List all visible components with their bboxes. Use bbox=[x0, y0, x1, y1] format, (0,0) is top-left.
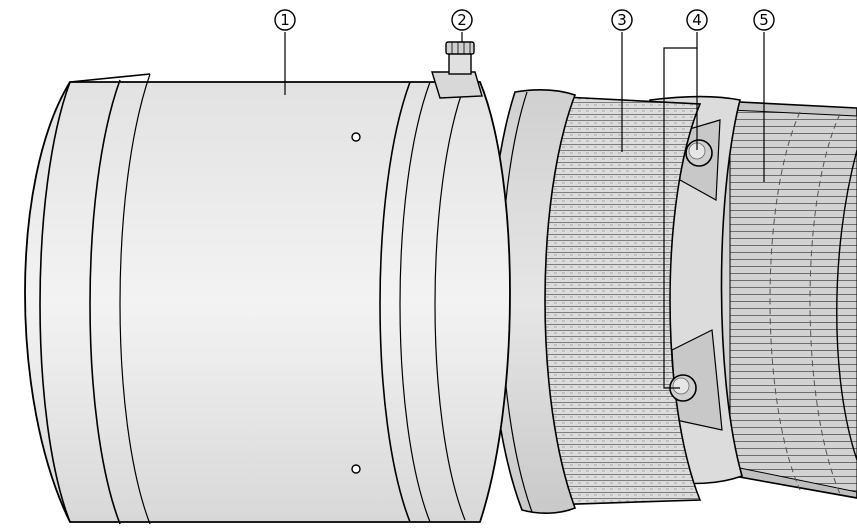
callout-circle-icon bbox=[686, 9, 708, 31]
callout-number: 1 bbox=[280, 11, 290, 29]
callout-number: 2 bbox=[457, 11, 467, 29]
callout-3: 3 bbox=[611, 9, 633, 31]
callout-number: 4 bbox=[692, 11, 702, 29]
callout-number: 5 bbox=[759, 11, 769, 29]
callout-1: 1 bbox=[274, 9, 296, 31]
hood-screw-top bbox=[351, 132, 361, 142]
callout-5: 5 bbox=[753, 9, 775, 31]
callout-number: 3 bbox=[617, 11, 627, 29]
leader-lines bbox=[284, 32, 765, 389]
leader-line-4 bbox=[663, 32, 698, 389]
callout-circle-icon bbox=[274, 9, 296, 31]
focus-ring bbox=[699, 99, 857, 499]
focus-function-buttons bbox=[669, 139, 713, 402]
callout-circle-icon bbox=[611, 9, 633, 31]
callout-2: 2 bbox=[451, 9, 473, 31]
callout-circle-icon bbox=[753, 9, 775, 31]
lens-hood bbox=[24, 73, 511, 525]
hood-lock-screw bbox=[431, 41, 483, 99]
callout-circle-icon bbox=[451, 9, 473, 31]
hood-screw-bottom bbox=[351, 464, 361, 474]
callout-4: 4 bbox=[686, 9, 708, 31]
